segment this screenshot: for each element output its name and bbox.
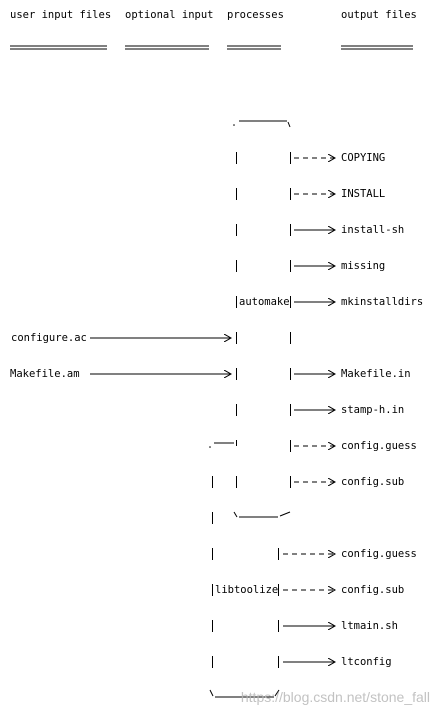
output-config-sub-2: config.sub (341, 584, 404, 596)
automake-libtoolize-connector (209, 440, 237, 448)
header-underlines (10, 45, 413, 50)
input-arrows (90, 338, 231, 374)
output-stamp-h-in: stamp-h.in (341, 404, 404, 416)
output-makefile-in: Makefile.in (341, 368, 411, 380)
output-missing: missing (341, 260, 385, 272)
header-optional-input: optional input (125, 9, 214, 21)
header-user-input: user input files (10, 9, 111, 21)
output-install-sh: install-sh (341, 224, 404, 236)
output-install: INSTALL (341, 188, 385, 200)
output-config-sub-1: config.sub (341, 476, 404, 488)
input-makefile-am: Makefile.am (10, 368, 80, 380)
output-copying: COPYING (341, 152, 385, 164)
output-ltmain-sh: ltmain.sh (341, 620, 398, 632)
libtoolize-box (209, 476, 280, 698)
libtoolize-label: libtoolize (215, 584, 278, 596)
output-config-guess-1: config.guess (341, 440, 417, 452)
automake-box (233, 120, 291, 518)
automake-label: automake (239, 296, 290, 308)
header-processes: processes (227, 9, 284, 21)
output-mkinstalldirs: mkinstalldirs (341, 296, 423, 308)
watermark: https://blog.csdn.net/stone_fall (241, 689, 430, 705)
input-configure-ac: configure.ac (11, 332, 87, 344)
output-config-guess-2: config.guess (341, 548, 417, 560)
output-arrows (283, 158, 335, 662)
header-output: output files (341, 9, 417, 21)
output-ltconfig: ltconfig (341, 656, 392, 668)
